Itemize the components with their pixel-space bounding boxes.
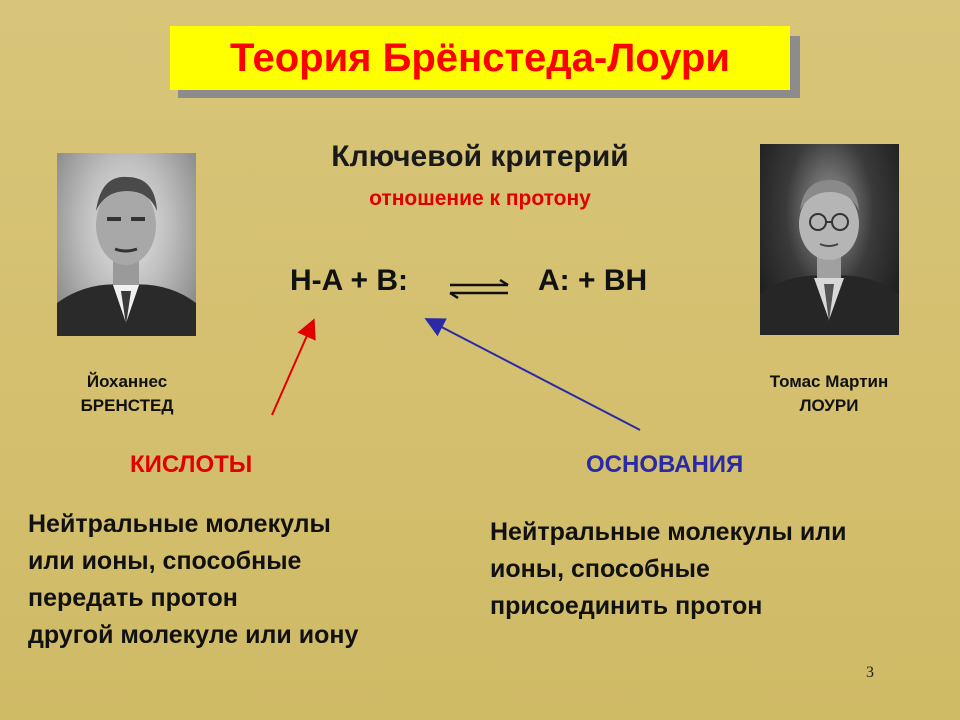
criterion-subtitle: отношение к протону	[369, 187, 591, 210]
equation-right: A: + BH	[538, 264, 648, 297]
name-bronsted: Йоханнес БРЕНСТЕД	[40, 370, 214, 418]
bases-line: Нейтральные молекулы или	[490, 518, 847, 546]
portrait-bronsted	[57, 153, 196, 336]
equation-left: H-A + B:	[290, 264, 409, 297]
acids-line: Нейтральные молекулы	[28, 510, 331, 538]
person-lowry-icon	[760, 180, 899, 335]
criterion-title: Ключевой критерий	[331, 140, 629, 173]
base-arrow	[424, 318, 641, 431]
acids-heading: КИСЛОТЫ	[130, 451, 253, 478]
person-bronsted-icon	[57, 176, 196, 336]
acids-line: передать протон	[28, 584, 238, 612]
acid-arrow	[271, 318, 316, 416]
bases-heading: ОСНОВАНИЯ	[586, 451, 744, 478]
acids-description: Нейтральные молекулы или ионы, способные…	[28, 506, 358, 654]
equilibrium-arrows-icon	[449, 278, 509, 300]
name-lowry-first: Томас Мартин	[769, 372, 889, 391]
name-lowry: Томас Мартин ЛОУРИ	[728, 370, 930, 418]
bases-description: Нейтральные молекулы или ионы, способные…	[490, 514, 846, 625]
bases-line: присоединить протон	[490, 592, 763, 620]
acids-line: или ионы, способные	[28, 547, 302, 575]
page-number: 3	[866, 664, 874, 681]
name-lowry-last: ЛОУРИ	[799, 396, 859, 415]
name-bronsted-last: БРЕНСТЕД	[80, 396, 174, 415]
slide-title-text: Теория Брёнстеда-Лоури	[230, 35, 730, 80]
slide-title: Теория Брёнстеда-Лоури	[170, 26, 790, 90]
bases-line: ионы, способные	[490, 555, 710, 583]
portrait-lowry	[760, 144, 899, 335]
acids-line: другой молекуле или иону	[28, 621, 359, 649]
name-bronsted-first: Йоханнес	[86, 372, 168, 391]
